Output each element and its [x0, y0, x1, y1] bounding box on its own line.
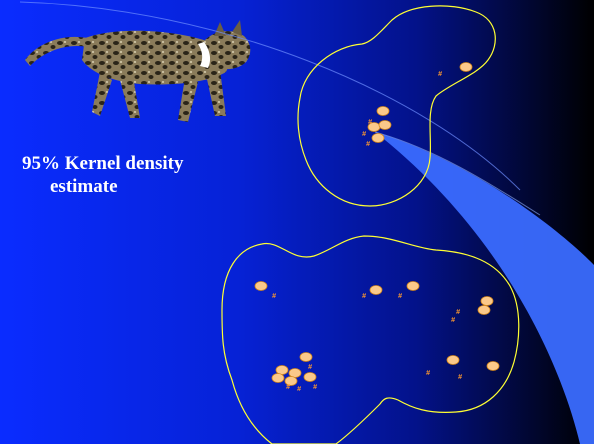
hash-mark: # [286, 384, 290, 392]
hash-mark: # [458, 374, 462, 382]
title-line-1: 95% Kernel density [22, 152, 252, 175]
lower-kernel-contour [222, 236, 519, 444]
location-point [304, 373, 316, 382]
location-point [407, 282, 419, 291]
title-line-2: estimate [22, 175, 252, 198]
location-point [272, 374, 284, 383]
location-point [487, 362, 499, 371]
hash-mark: # [456, 309, 460, 317]
location-point [481, 297, 493, 306]
location-point [300, 353, 312, 362]
hash-mark: # [426, 370, 430, 378]
hash-mark: # [308, 364, 312, 372]
hash-mark: # [297, 386, 301, 394]
hash-mark: # [366, 141, 370, 149]
hash-mark: # [272, 293, 276, 301]
hash-mark: # [368, 119, 372, 127]
location-point [255, 282, 267, 291]
location-point [372, 134, 384, 143]
hash-mark: # [313, 384, 317, 392]
slide-title: 95% Kernel density estimate [22, 152, 252, 198]
hash-mark: # [362, 293, 366, 301]
location-point [379, 121, 391, 130]
location-point [377, 107, 389, 116]
hash-mark: # [438, 71, 442, 79]
hash-mark: # [362, 131, 366, 139]
hash-mark: # [398, 293, 402, 301]
location-point [478, 306, 490, 315]
location-point [370, 286, 382, 295]
location-point [460, 63, 472, 72]
location-point [447, 356, 459, 365]
hash-mark: # [451, 317, 455, 325]
